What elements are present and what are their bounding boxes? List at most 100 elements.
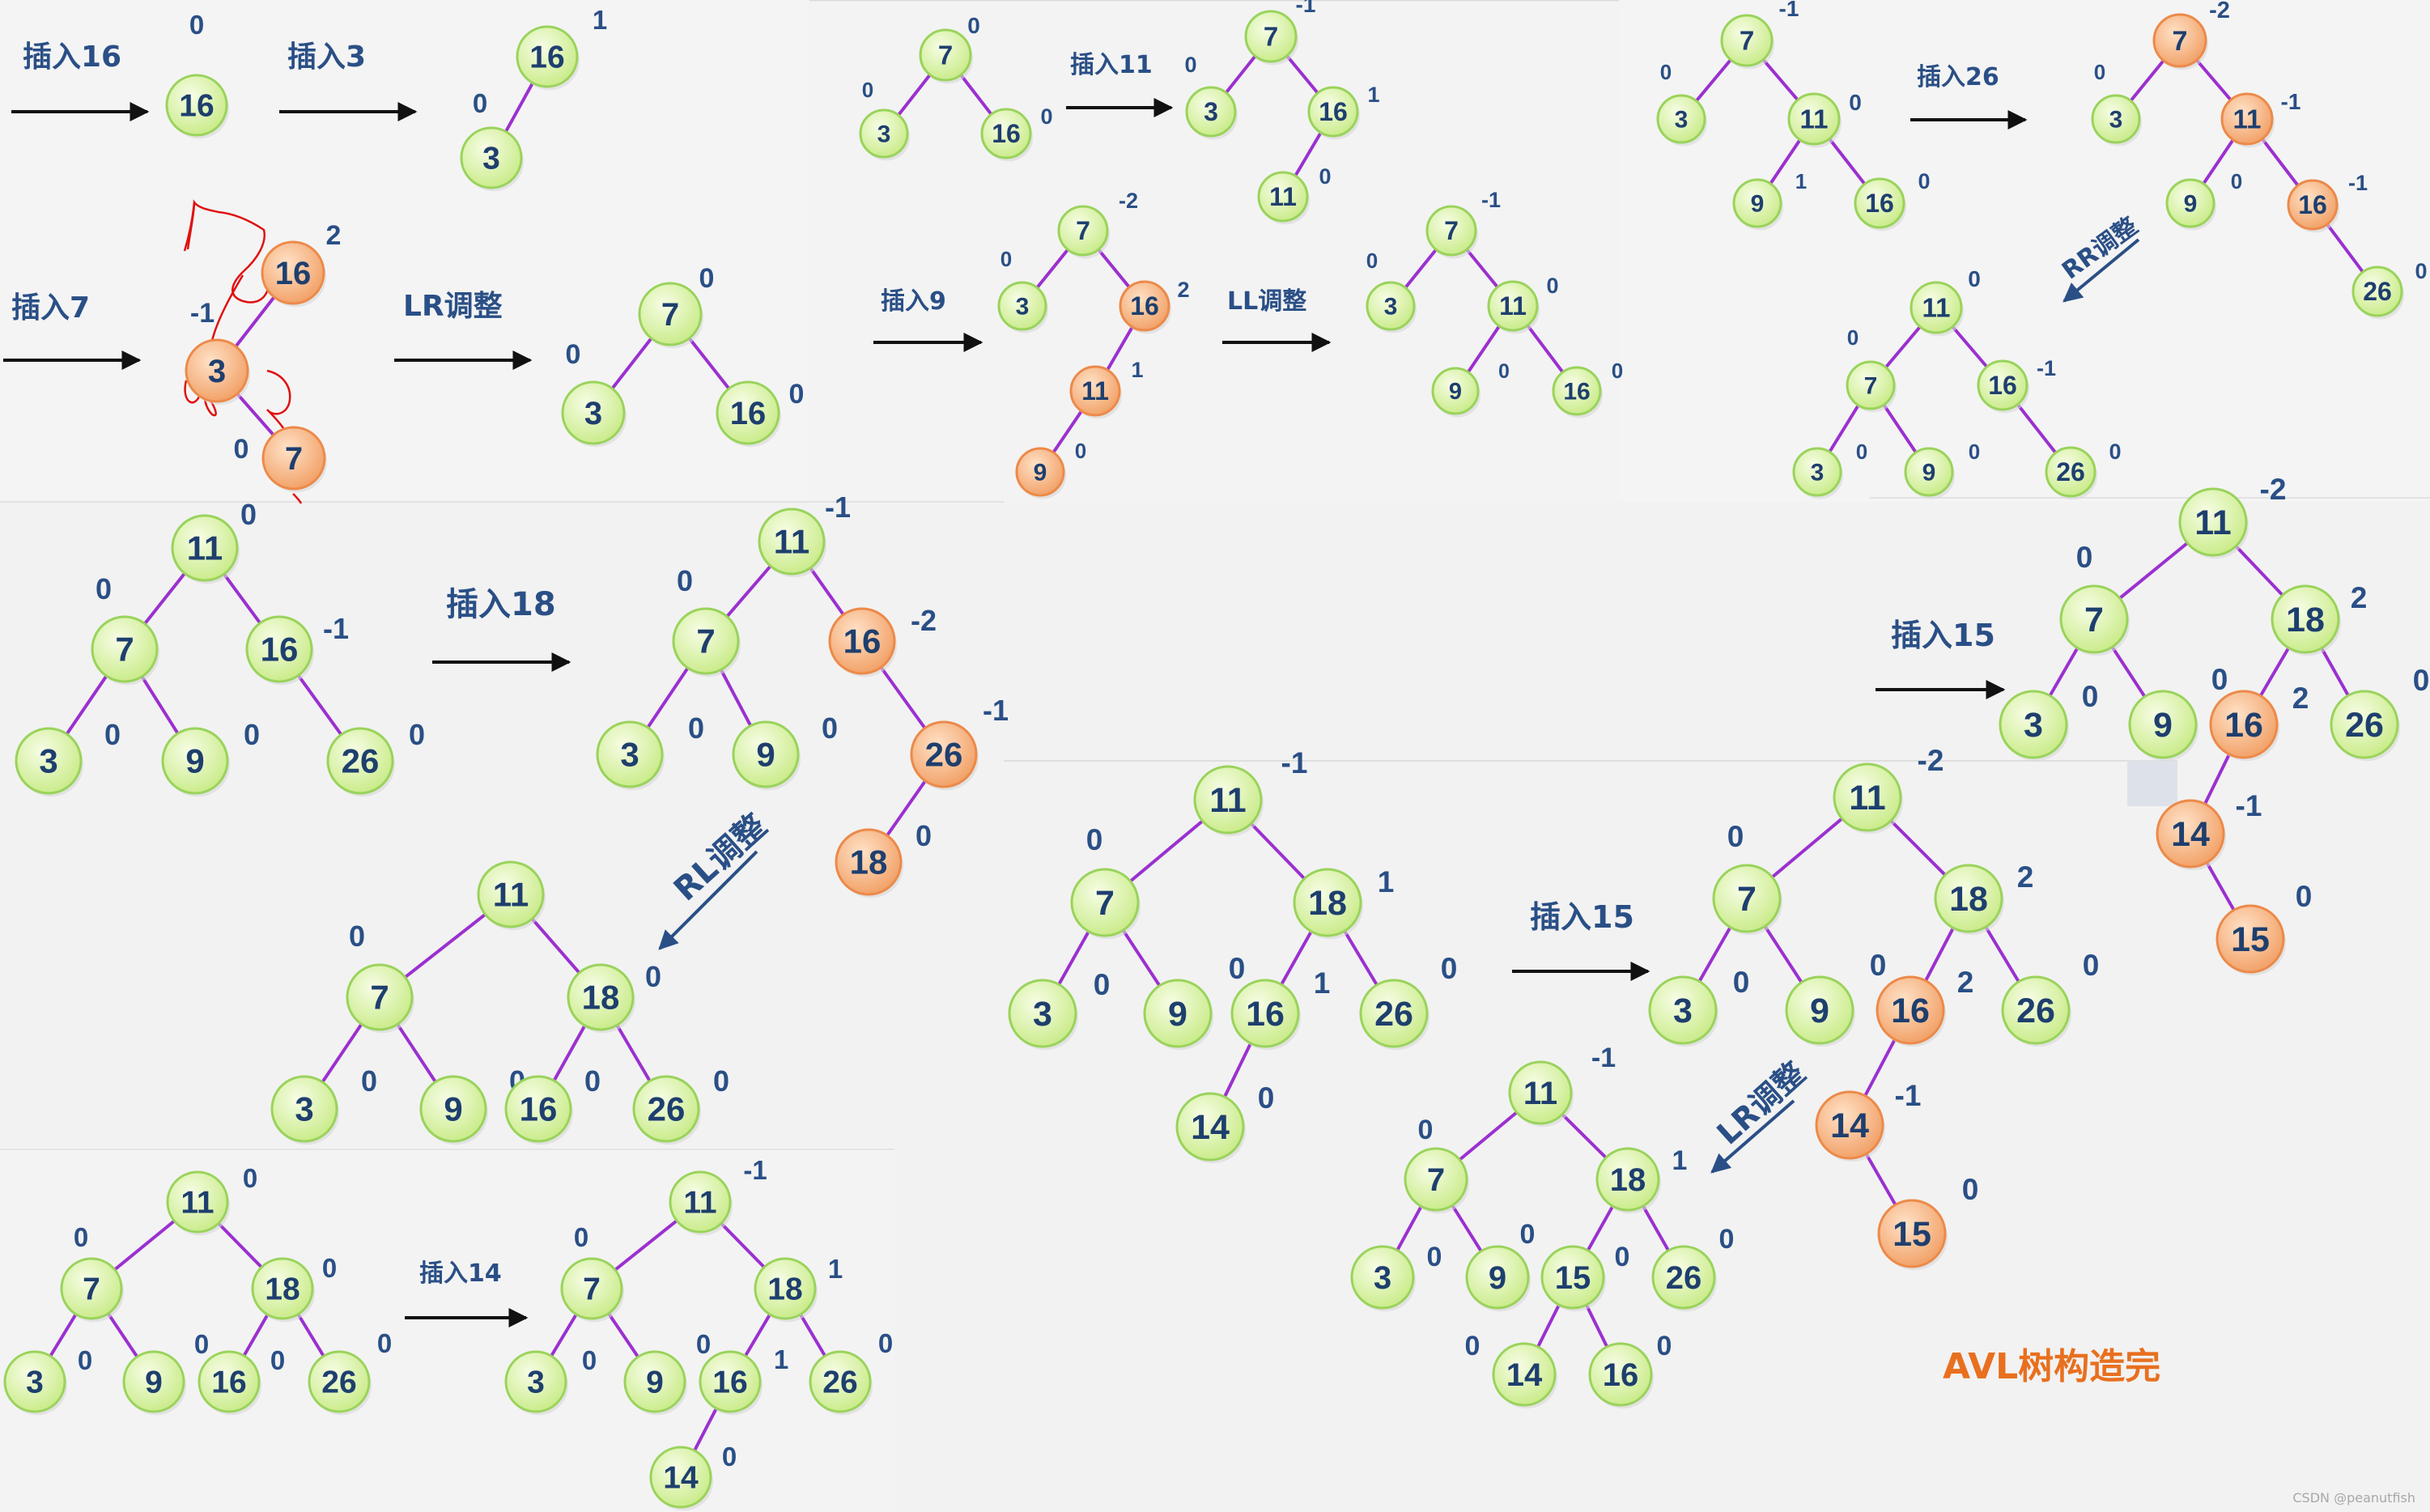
balance-factor: 0: [1657, 1331, 1672, 1361]
node-value: 16: [1319, 97, 1348, 126]
tree-node: 150: [1540, 1242, 1629, 1312]
balance-factor: 0: [862, 78, 873, 102]
node-value: 15: [2231, 920, 2270, 959]
step-label-insert9: 插入9: [881, 287, 946, 316]
node-circle: [504, 1075, 572, 1143]
node-value: 26: [342, 742, 380, 780]
node-value: 3: [1204, 97, 1218, 126]
node-circle: [1465, 1245, 1530, 1310]
step-label-lr2: LR调整: [1710, 1055, 1812, 1151]
node-value: 26: [2345, 706, 2384, 745]
node-circle: [122, 1350, 185, 1413]
node-value: 7: [1264, 22, 1278, 52]
balance-factor: 0: [967, 13, 980, 38]
balance-factor: -1: [2037, 356, 2056, 380]
node-circle: [596, 720, 664, 788]
tree-node: 30: [1999, 680, 2098, 762]
node-value: 3: [1033, 995, 1052, 1034]
balance-factor: 0: [2296, 880, 2313, 913]
node-value: 3: [26, 1365, 44, 1400]
node-value: 7: [1444, 216, 1459, 245]
node-circle: [561, 380, 626, 445]
node-circle: [567, 963, 635, 1031]
node-value: 16: [992, 119, 1021, 148]
tree-node: 160: [1588, 1331, 1672, 1409]
node-value: 16: [211, 1365, 246, 1400]
node-value: 14: [663, 1461, 699, 1496]
tree-node: 3-1: [185, 298, 250, 406]
balance-factor: -1: [825, 491, 851, 524]
tree-node: 90: [1465, 1219, 1535, 1312]
balance-factor: 0: [1660, 60, 1672, 84]
step-insert18: 插入18: [432, 586, 571, 672]
tree-node: 260: [2001, 949, 2099, 1047]
node-value: 11: [683, 1186, 716, 1221]
tree-node: 110: [1257, 164, 1332, 225]
arrow-lr2: [1710, 1099, 1795, 1174]
balance-factor: 1: [1672, 1145, 1688, 1176]
tree-node: 30: [1792, 440, 1867, 499]
node-circle-unbalanced: [1877, 1199, 1947, 1268]
step-label-insert15a: 插入15: [1891, 618, 1995, 653]
balance-factor: 0: [1075, 439, 1086, 463]
tree-node: 160: [716, 379, 804, 448]
step-insert15a: 插入15: [1876, 618, 2006, 699]
tree-node: 160: [1552, 359, 1623, 418]
balance-factor: 0: [1465, 1331, 1481, 1361]
tree-node: 90: [1143, 952, 1245, 1051]
tree-t1: 160: [165, 10, 229, 139]
balance-factor: 0: [2413, 664, 2430, 697]
node-circle: [1404, 1147, 1468, 1212]
node-value: 18: [1308, 884, 1347, 923]
tree-node: 260: [308, 1328, 392, 1416]
node-value: 9: [756, 736, 775, 774]
tree-node: 11-1: [1193, 746, 1307, 837]
tree-node: 16-1: [245, 612, 349, 686]
node-value: 7: [1076, 216, 1090, 245]
step-insert14: 插入14: [405, 1259, 529, 1327]
node-value: 3: [2109, 107, 2123, 134]
node-circle: [1008, 979, 1077, 1048]
node-value: 16: [730, 396, 767, 431]
tree-node: 160: [198, 1345, 285, 1416]
node-value: 3: [208, 354, 226, 389]
node-circle: [1910, 281, 1963, 334]
node-value: 9: [2184, 191, 2198, 218]
step-label-insert3: 插入3: [287, 40, 366, 74]
node-circle: [1846, 360, 1896, 410]
balance-factor: 0: [96, 572, 112, 605]
node-value: 16: [1891, 992, 1930, 1030]
node-circle: [308, 1350, 371, 1413]
node-value: 16: [1130, 291, 1159, 321]
node-circle: [560, 1257, 623, 1320]
step-insert9: 插入9: [873, 287, 983, 352]
node-circle: [419, 1075, 487, 1143]
balance-factor: 0: [688, 711, 704, 745]
balance-factor: 0: [189, 10, 204, 40]
node-value: 16: [1988, 371, 2017, 400]
node-circle: [2271, 584, 2340, 654]
step-label-ll: LL调整: [1227, 287, 1306, 316]
node-circle-unbalanced: [910, 720, 978, 788]
tree-node: 14-1: [2156, 789, 2262, 871]
node-circle: [980, 108, 1032, 159]
tree-node: 260: [1359, 952, 1457, 1051]
node-circle-unbalanced: [1015, 447, 1065, 497]
step-label-insert15b: 插入15: [1530, 899, 1634, 935]
balance-factor: 2: [326, 220, 342, 251]
arrow-rr: [2063, 238, 2140, 303]
node-circle: [1656, 94, 1706, 144]
node-circle: [1425, 205, 1477, 257]
node-circle: [1175, 1092, 1245, 1162]
node-value: 9: [1751, 191, 1765, 218]
node-value: 26: [2016, 992, 2055, 1030]
balance-factor: -1: [2348, 171, 2368, 195]
node-circle: [669, 1170, 732, 1234]
node-value: 3: [1384, 294, 1398, 321]
tree-node: 160: [1854, 169, 1931, 231]
node-circle-unbalanced: [835, 828, 903, 896]
balance-factor: 0: [2415, 259, 2427, 283]
